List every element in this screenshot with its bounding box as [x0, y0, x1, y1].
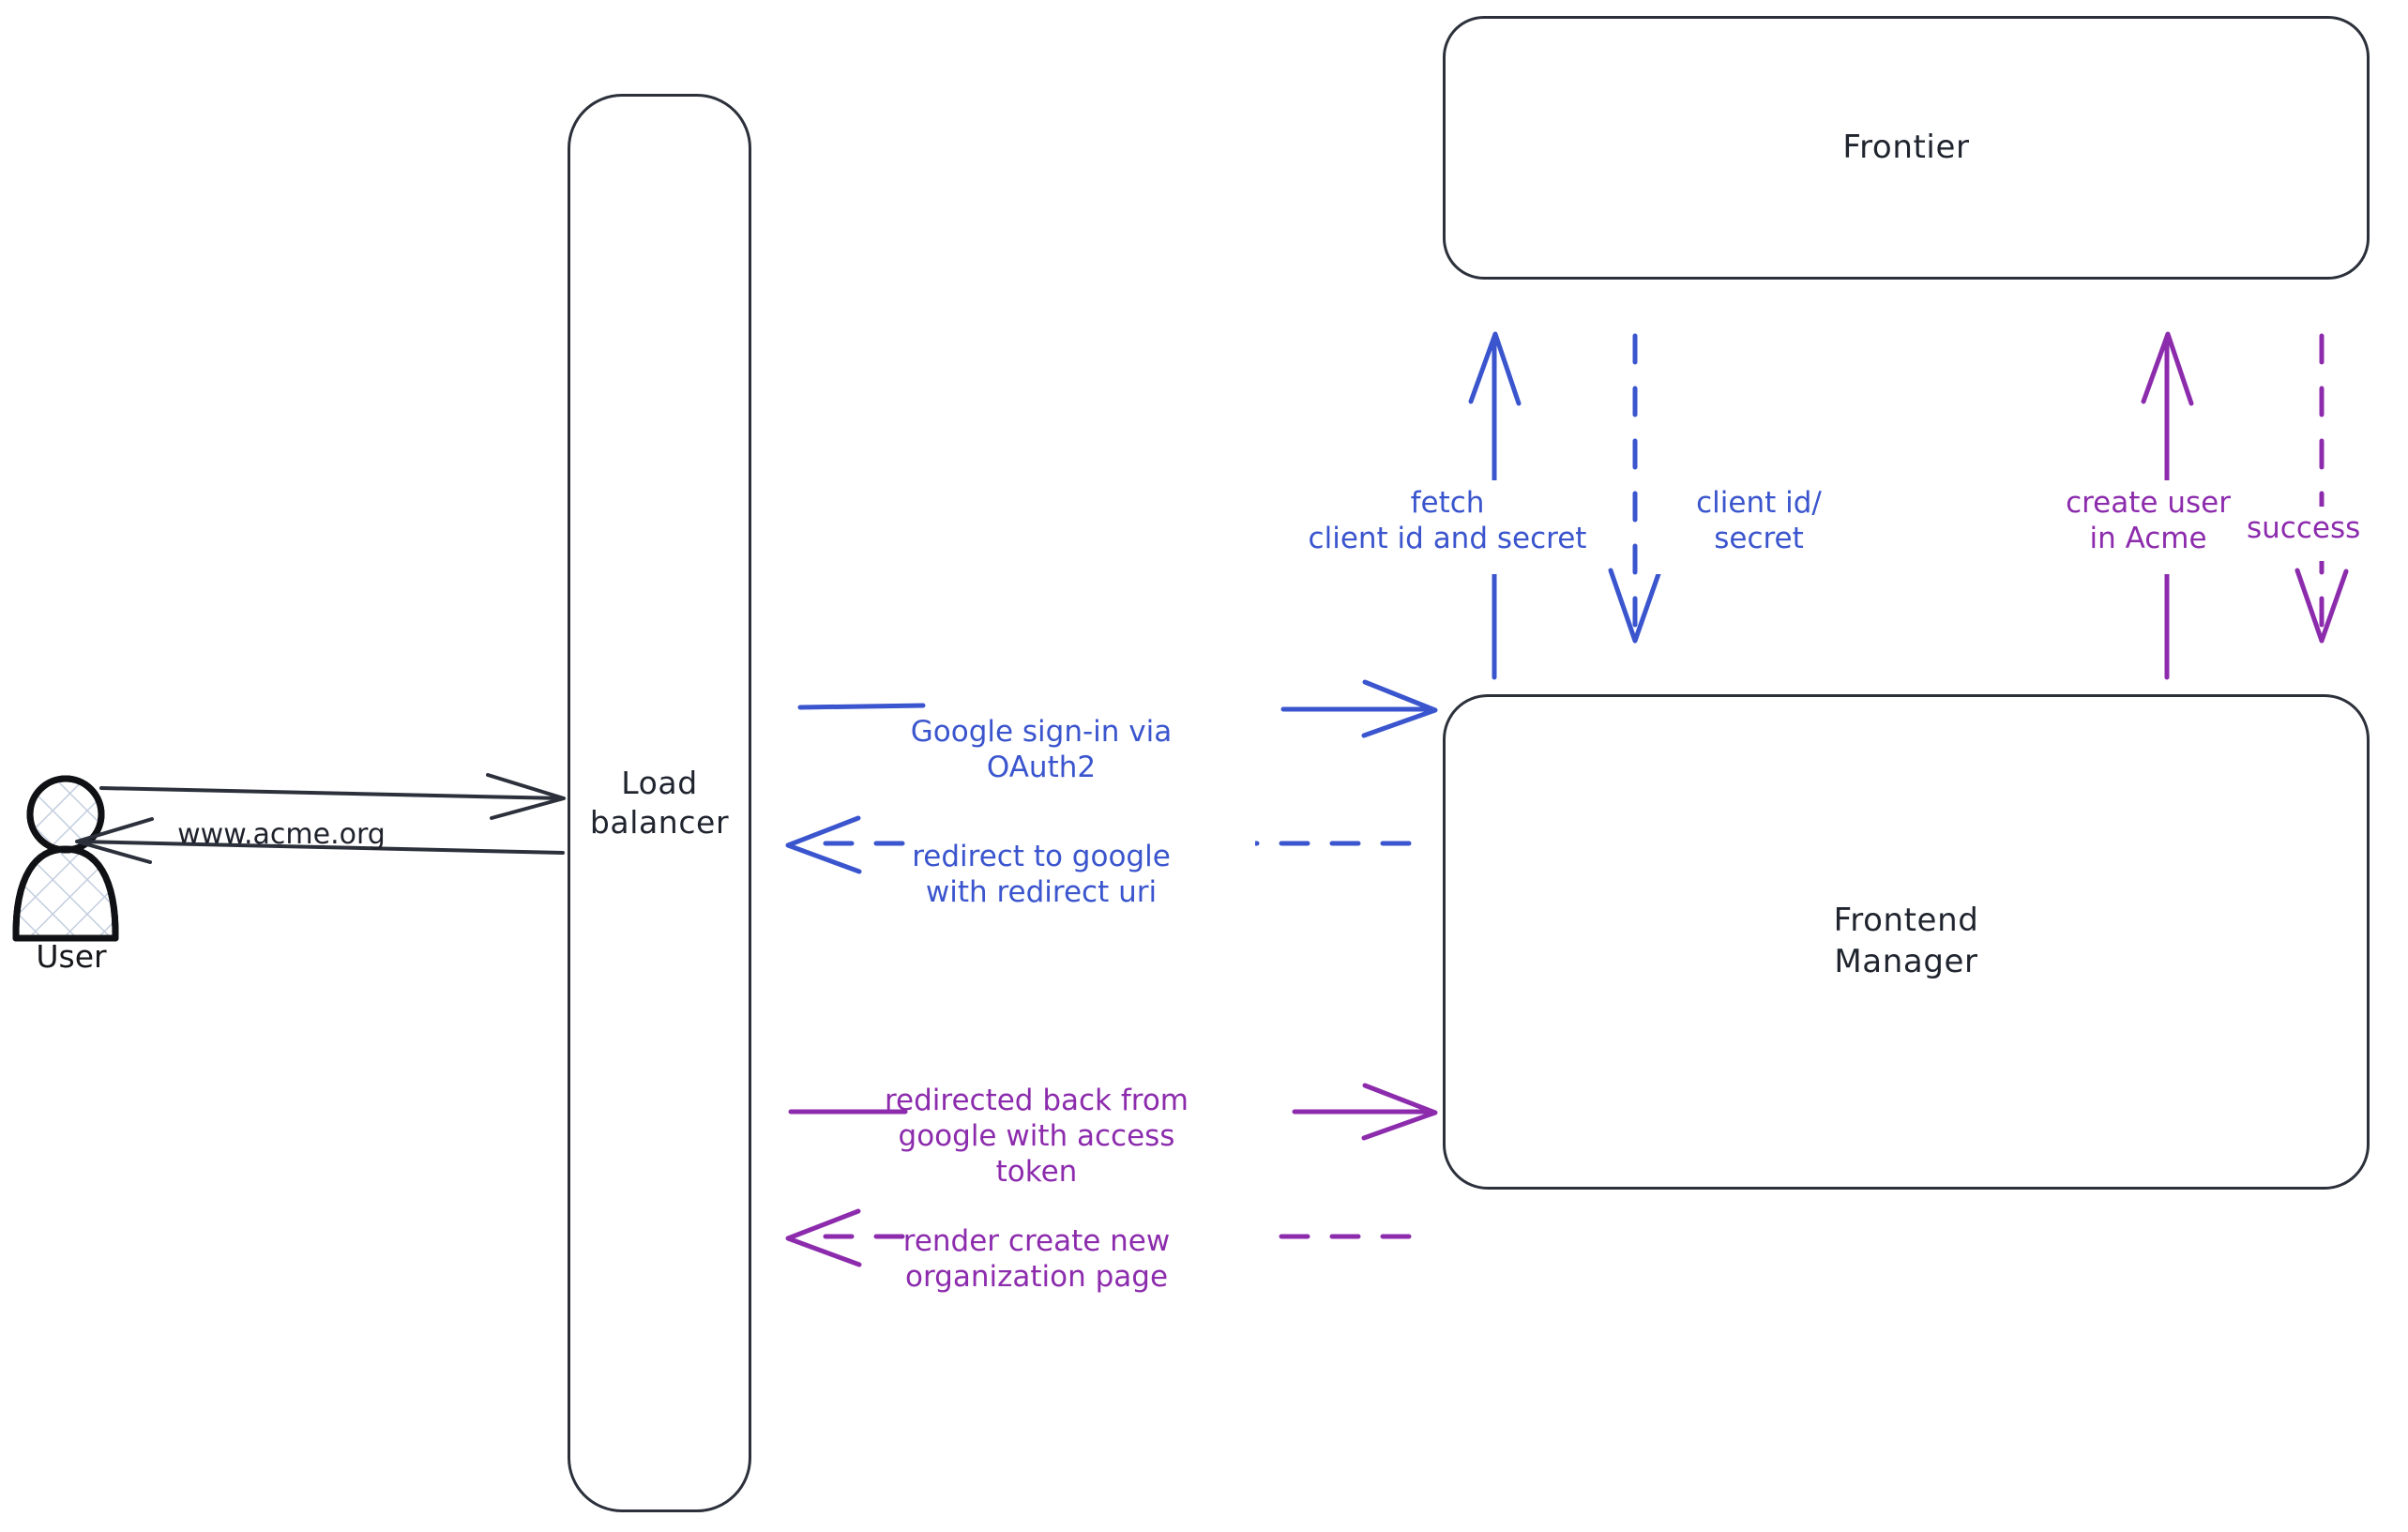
node-load-balancer[interactable]: Load balancer	[568, 94, 751, 1512]
edge-redirected-back	[788, 1083, 1438, 1141]
edge-google-signin	[797, 679, 1438, 738]
node-frontier[interactable]: Frontier	[1443, 16, 2370, 280]
edge-client-secret	[1608, 333, 1870, 644]
node-frontend-manager[interactable]: Frontend Manager	[1443, 694, 2370, 1190]
edge-create-user	[2017, 331, 2278, 680]
edge-redirect-google	[785, 809, 1432, 882]
edge-render-create-org	[785, 1203, 1432, 1272]
node-load-balancer-label: Load balancer	[589, 764, 730, 841]
node-user-label: User	[36, 938, 107, 975]
edge-www-acme	[99, 773, 566, 820]
actor-user-figure	[12, 775, 119, 942]
node-frontier-label: Frontier	[1842, 128, 1970, 166]
edge-success	[2244, 333, 2408, 644]
edge-fetch-client	[1248, 331, 1651, 680]
edge-lb-to-user	[75, 817, 565, 864]
node-frontend-manager-label: Frontend Manager	[1833, 902, 1979, 980]
